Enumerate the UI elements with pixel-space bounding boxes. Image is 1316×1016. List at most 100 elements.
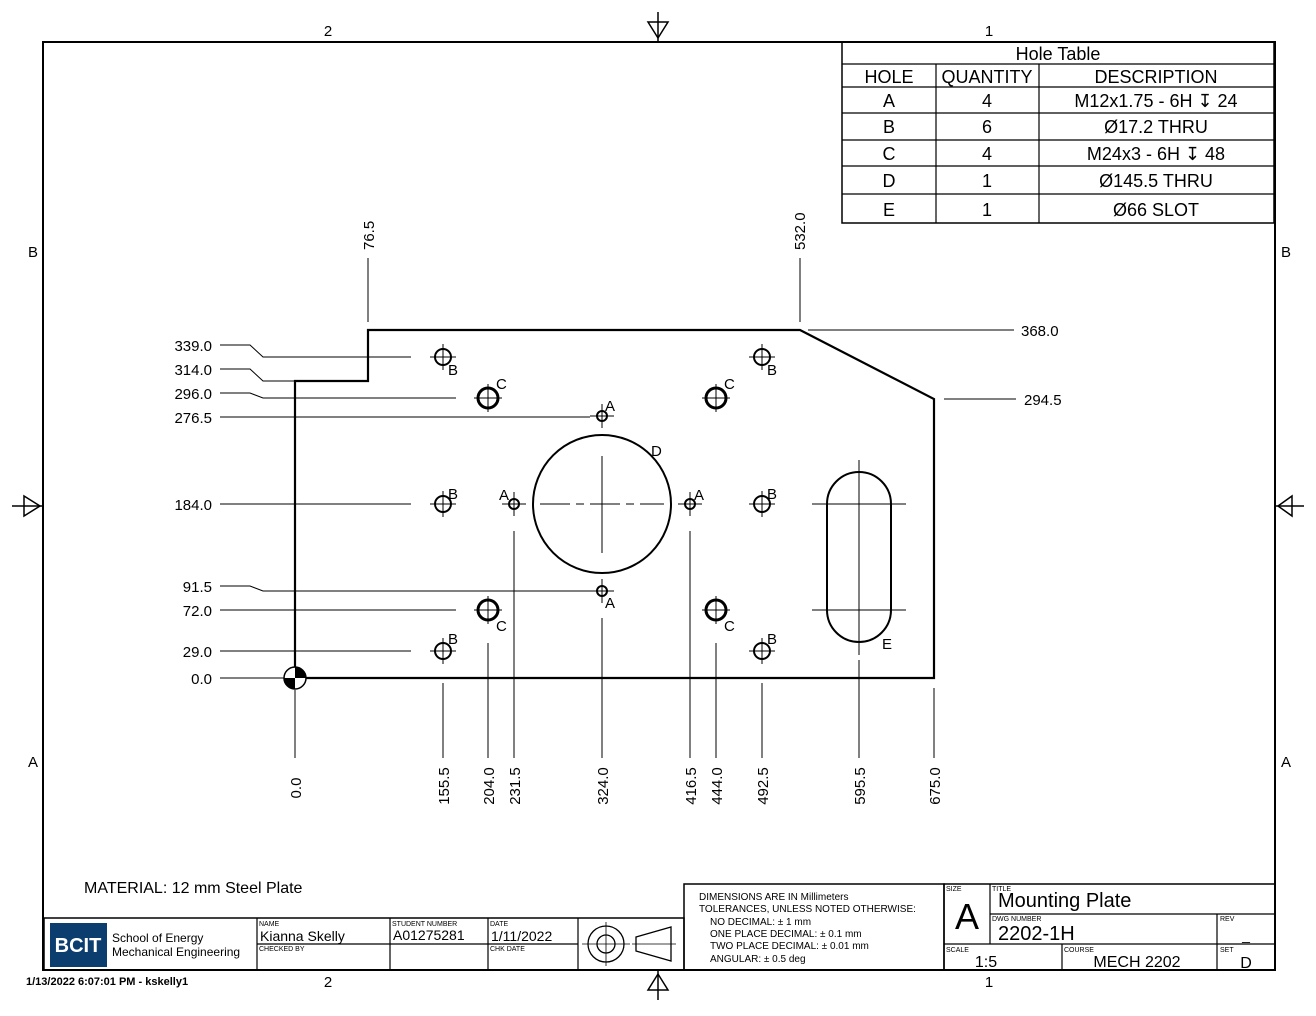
x-dimension-top: 76.5 532.0 [361,212,809,322]
hole-a [502,492,526,516]
hole-a [590,579,614,603]
school-line1: School of Energy [112,931,203,945]
student-number: A01275281 [393,927,465,943]
x-dim-label: 595.5 [852,767,869,805]
y-dim-label: 184.0 [174,497,212,514]
hole-letter: C [724,618,735,635]
y-dimension-leaders [220,344,590,679]
hole-letter: A [499,487,509,504]
chk-date-label: CHK DATE [490,946,525,953]
dwg-number-label: DWG NUMBER [992,916,1041,923]
x-dimension-labels: 0.0 155.5 204.0 231.5 324.0 416.5 444.0 … [288,767,944,805]
hole-b [430,491,456,517]
zone-top-1: 1 [985,23,993,40]
hole-table-cell: 4 [982,144,992,164]
hole-letter: C [724,376,735,393]
hole-table-title: Hole Table [1016,44,1101,64]
hole-d [532,434,672,574]
hole-table-cell: M24x3 - 6H ↧ 48 [1087,144,1225,164]
x-dim-label: 155.5 [436,767,453,805]
y-dim-label: 339.0 [174,338,212,355]
hole-table-cell: M12x1.75 - 6H ↧ 24 [1074,91,1237,111]
hole-b [430,638,456,664]
rev-value: _ [1241,927,1250,943]
hole-c [702,596,730,624]
hole-c [474,384,502,412]
hole-b [430,344,456,370]
hole-table-cell: 6 [982,117,992,137]
y-dim-label: 72.0 [183,603,212,620]
hole-letter: A [694,487,704,504]
hole-letter: A [605,595,615,612]
zone-right-b: B [1281,244,1291,261]
hole-letter: B [448,486,458,503]
hole-table-header-description: DESCRIPTION [1094,67,1217,87]
y-dim-label: 29.0 [183,644,212,661]
x-dim-label: 76.5 [361,221,378,250]
hole-table-cell: Ø145.5 THRU [1099,171,1213,191]
hole-a [678,492,702,516]
student-number-label: STUDENT NUMBER [392,921,457,928]
holes-a [502,404,702,603]
y-dimension-labels: 339.0 314.0 296.0 276.5 184.0 91.5 72.0 … [174,338,212,688]
title-label: TITLE [992,886,1011,893]
slot-e [812,460,906,655]
centering-mark-left [12,494,43,518]
hole-table-cell: E [883,200,895,220]
y-dim-label: 276.5 [174,410,212,427]
hole-table-cell: B [883,117,895,137]
course-label: COURSE [1064,947,1094,954]
sheet-border [42,41,1276,971]
hole-letter: B [448,362,458,379]
hole-c [702,384,730,412]
zone-bottom-1: 1 [985,974,993,991]
hole-table-cell: 1 [982,171,992,191]
centering-mark-bottom [646,970,670,1000]
rev-label: REV [1220,916,1235,923]
x-dim-label: 444.0 [709,767,726,805]
plate-outline [293,328,936,680]
hole-table-cell: A [883,91,895,111]
zone-right-a: A [1281,754,1291,771]
y-dim-label: 0.0 [191,671,212,688]
hole-table-cell: C [883,144,896,164]
zone-left-a: A [28,754,38,771]
checked-by-label: CHECKED BY [259,946,305,953]
set-label: SET [1220,947,1234,954]
bcit-logo [50,923,107,967]
material-note: MATERIAL: 12 mm Steel Plate [84,880,303,897]
origin-datum-icon [283,666,307,690]
set-value: D [1240,955,1252,972]
tolerance-line: TWO PLACE DECIMAL: ± 0.01 mm [710,941,869,952]
dwg-number: 2202-1H [998,923,1075,945]
tolerance-line: DIMENSIONS ARE IN Millimeters [699,892,848,903]
hole-letter: B [767,362,777,379]
hole-table-cell: 1 [982,200,992,220]
y-dim-label: 91.5 [183,579,212,596]
y-dimension-right: 368.0 294.5 [808,323,1062,409]
hole-table-cell: Ø66 SLOT [1113,200,1199,220]
tolerance-line: TOLERANCES, UNLESS NOTED OTHERWISE: [699,904,916,915]
size-label: SIZE [946,886,962,893]
name-label: NAME [259,921,280,928]
x-dim-label: 0.0 [288,778,305,799]
x-dim-label: 532.0 [792,212,809,250]
hole-letter: B [448,631,458,648]
x-dim-label: 204.0 [481,767,498,805]
hole-b [749,491,775,517]
hole-b [749,638,775,664]
tolerance-line: ONE PLACE DECIMAL: ± 0.1 mm [710,929,862,940]
tolerance-line: ANGULAR: ± 0.5 deg [710,954,806,965]
print-stamp: 1/13/2022 6:07:01 PM - kskelly1 [26,976,188,988]
title-block: BCIT School of Energy Mechanical Enginee… [43,883,1276,972]
x-dim-label: 492.5 [755,767,772,805]
scale-label: SCALE [946,947,969,954]
hole-table-cell: D [883,171,896,191]
hole-letter: B [767,486,777,503]
zone-left-b: B [28,244,38,261]
hole-c [474,596,502,624]
hole-a [590,404,614,428]
hole-table-cell: 4 [982,91,992,111]
centering-mark-right [1275,494,1304,518]
